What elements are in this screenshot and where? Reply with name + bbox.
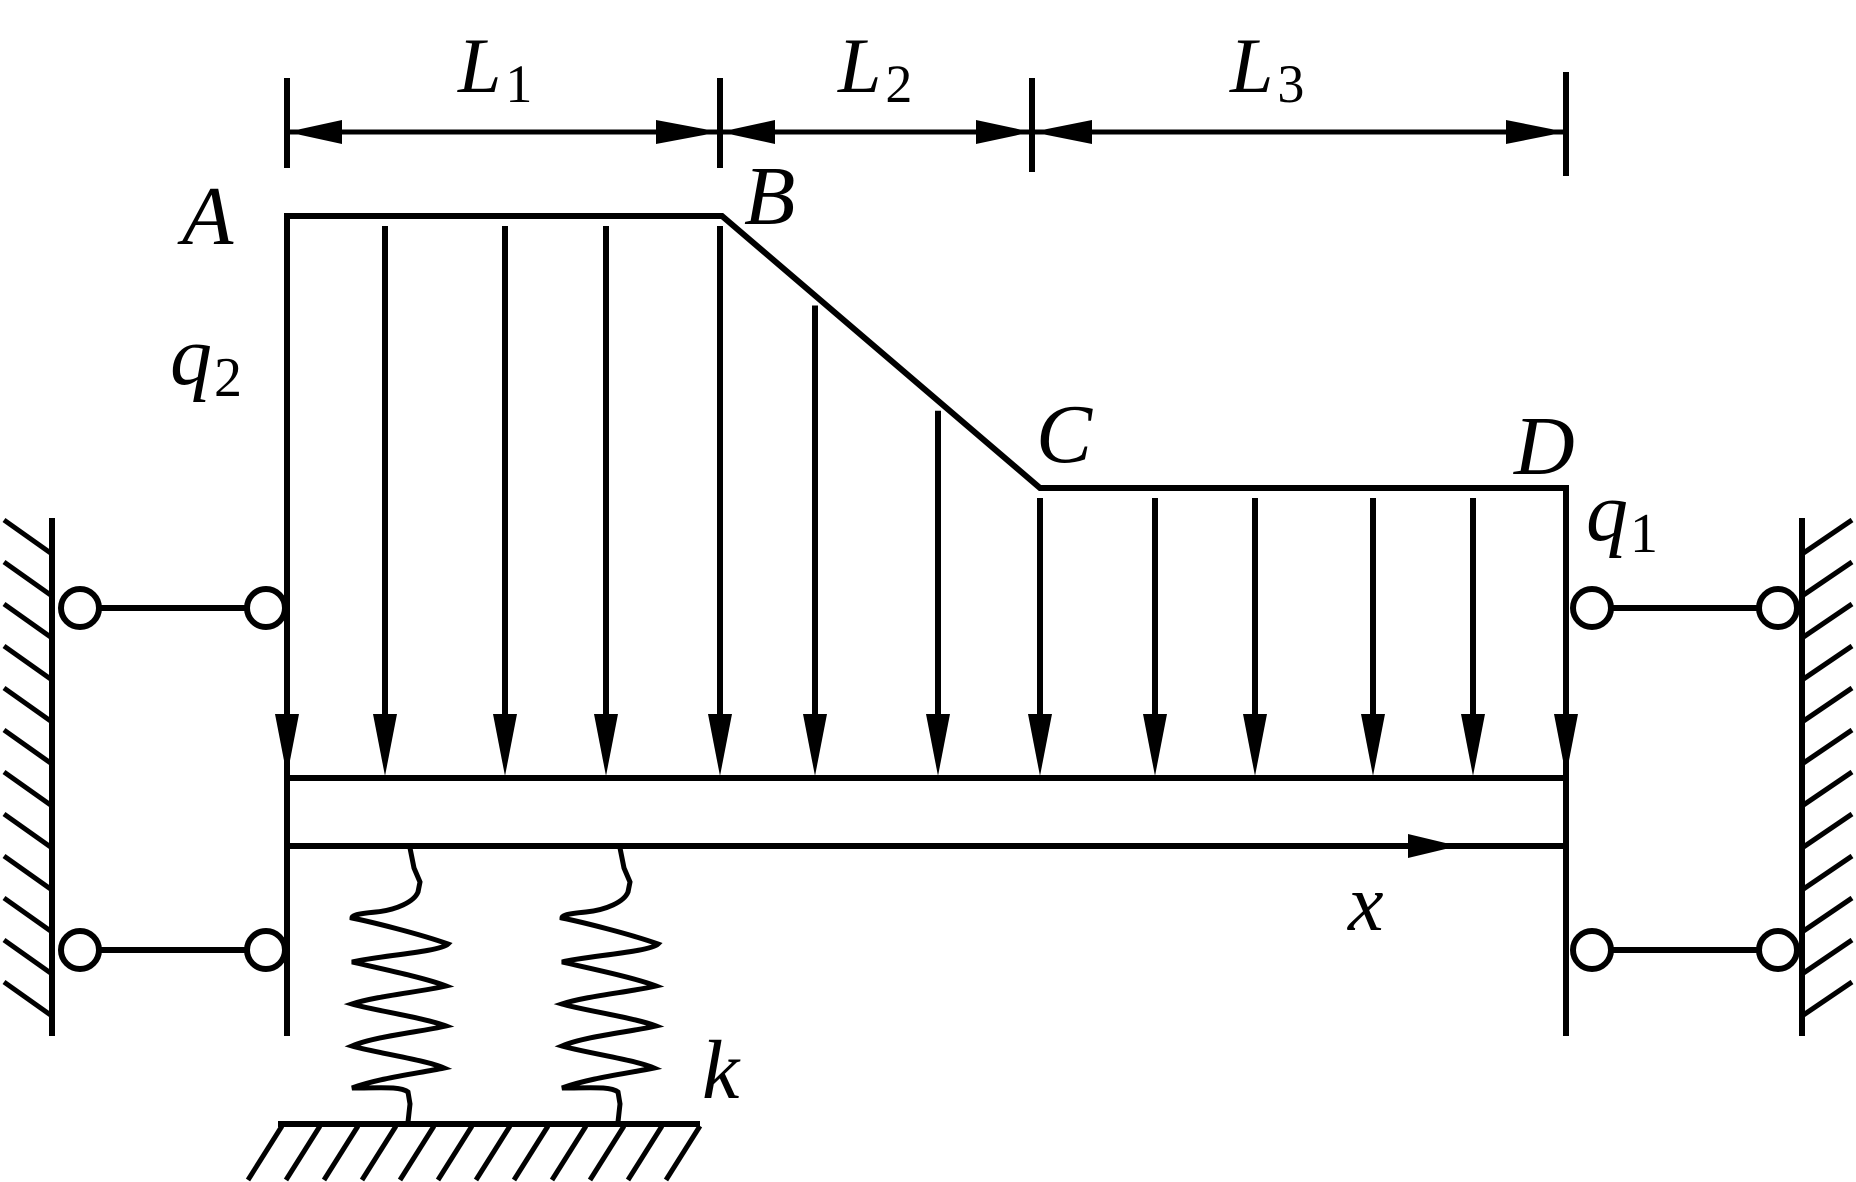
hatch-mark xyxy=(397,1124,437,1182)
hatch-mark xyxy=(1800,727,1854,767)
hatch-mark xyxy=(435,1124,475,1182)
right-beam-pin-bottom xyxy=(1570,928,1614,972)
dim-arrow-l1-left xyxy=(287,120,342,144)
hatch-mark xyxy=(2,727,54,767)
hatch-mark xyxy=(2,895,54,935)
spring-right xyxy=(553,847,665,1123)
dim-arrow-l3-left xyxy=(1032,120,1092,144)
left-beam-pin-top xyxy=(244,586,288,630)
right-beam-pin-top xyxy=(1570,586,1614,630)
hatch-mark xyxy=(549,1124,589,1182)
load-arrow-head xyxy=(1361,714,1385,776)
axis-x-label: x xyxy=(1347,860,1384,948)
hatch-mark xyxy=(1800,685,1854,725)
load-arrow-head xyxy=(1143,714,1167,776)
hatch-mark xyxy=(1800,517,1854,557)
hatch-mark xyxy=(283,1124,323,1182)
load-q2-label: q2 xyxy=(170,310,242,409)
hatch-mark xyxy=(2,517,54,557)
hatch-mark xyxy=(1800,811,1854,851)
right-wall-pin-top xyxy=(1756,586,1800,630)
x-axis-arrow xyxy=(1408,834,1458,858)
hatch-mark xyxy=(625,1124,665,1182)
beam xyxy=(284,518,1569,1036)
hatch-mark xyxy=(2,769,54,809)
hatch-mark xyxy=(359,1124,399,1182)
load-arrow-head xyxy=(803,714,827,776)
hatch-mark xyxy=(321,1124,361,1182)
dim-arrow-l3-right xyxy=(1506,120,1566,144)
point-a-label: A xyxy=(177,170,234,263)
span-l3-label: L3 xyxy=(1229,22,1304,114)
hatch-mark xyxy=(1800,853,1854,893)
hatch-mark xyxy=(587,1124,627,1182)
hatch-mark xyxy=(1800,559,1854,599)
hatch-mark xyxy=(1800,979,1854,1019)
point-d-label: D xyxy=(1513,400,1575,493)
span-l2-label: L2 xyxy=(837,22,912,114)
dim-arrow-l2-right xyxy=(976,120,1032,144)
hatch-mark xyxy=(2,937,54,977)
hatch-mark xyxy=(1800,895,1854,935)
hatch-mark xyxy=(2,685,54,725)
left-wall-pin-bottom xyxy=(58,928,102,972)
load-arrows xyxy=(275,226,1578,788)
right-wall-pin-bottom xyxy=(1756,928,1800,972)
hatch-mark xyxy=(2,979,54,1019)
point-b-label: B xyxy=(744,150,795,243)
span-l1-label: L1 xyxy=(457,22,532,114)
spring-left xyxy=(343,847,455,1123)
left-wall-pin-top xyxy=(58,586,102,630)
load-q1-label: q1 xyxy=(1586,466,1658,565)
hatch-mark xyxy=(2,853,54,893)
hatch-mark xyxy=(1800,937,1854,977)
load-arrow-head xyxy=(1461,714,1485,776)
hatch-mark xyxy=(511,1124,551,1182)
hatch-mark xyxy=(663,1124,703,1182)
load-arrow-head xyxy=(493,714,517,776)
load-arrow-head xyxy=(708,714,732,776)
load-arrow-head xyxy=(926,714,950,776)
load-arrow-head xyxy=(373,714,397,776)
load-arrow-head xyxy=(594,714,618,776)
dim-arrow-l2-left xyxy=(720,120,775,144)
left-wall-hatching xyxy=(2,517,54,1019)
hatch-mark xyxy=(1800,601,1854,641)
ground-hatching xyxy=(245,1124,703,1182)
hatch-mark xyxy=(2,811,54,851)
hatch-mark xyxy=(2,559,54,599)
left-wall-support xyxy=(2,517,288,1036)
hatch-mark xyxy=(1800,643,1854,683)
left-beam-pin-bottom xyxy=(244,928,288,972)
right-wall-support xyxy=(1570,517,1854,1036)
right-wall-hatching xyxy=(1800,517,1854,1019)
dimension-lines xyxy=(284,72,1569,176)
point-c-label: C xyxy=(1036,388,1093,481)
hatch-mark xyxy=(2,643,54,683)
spring-k-label: k xyxy=(702,1024,741,1117)
hatch-mark xyxy=(473,1124,513,1182)
hatch-mark xyxy=(2,601,54,641)
load-arrow-head xyxy=(1028,714,1052,776)
hatch-mark xyxy=(1800,769,1854,809)
load-arrow-head xyxy=(1243,714,1267,776)
dim-arrow-l1-right xyxy=(656,120,720,144)
hatch-mark xyxy=(245,1124,285,1182)
